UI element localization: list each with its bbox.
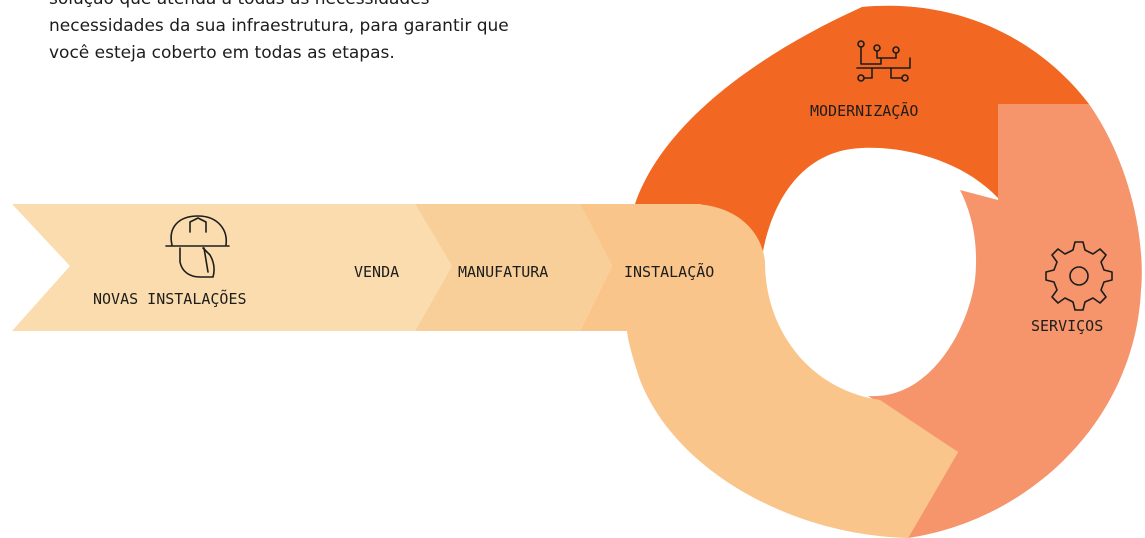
intro-text: solução que atenda a todas as necessidad… [49, 0, 509, 63]
new-installations-label: NOVAS INSTALAÇÕES [93, 289, 247, 308]
new-installations-segment [12, 204, 435, 331]
sale-label: VENDA [354, 263, 399, 281]
manufacturing-label: MANUFATURA [458, 263, 548, 281]
hard-hat-icon [165, 215, 230, 278]
circuit-icon [856, 40, 911, 82]
installation-label: INSTALAÇÃO [624, 262, 714, 281]
services-segment [868, 104, 1142, 538]
sale-segment [398, 204, 452, 331]
gear-icon [1045, 241, 1113, 311]
manufacturing-segment [415, 204, 612, 331]
modernization-label: MODERNIZAÇÃO [810, 101, 918, 120]
modernization-segment [635, 5, 1089, 258]
services-label: SERVIÇOS [1031, 317, 1103, 335]
installation-segment [580, 204, 762, 331]
